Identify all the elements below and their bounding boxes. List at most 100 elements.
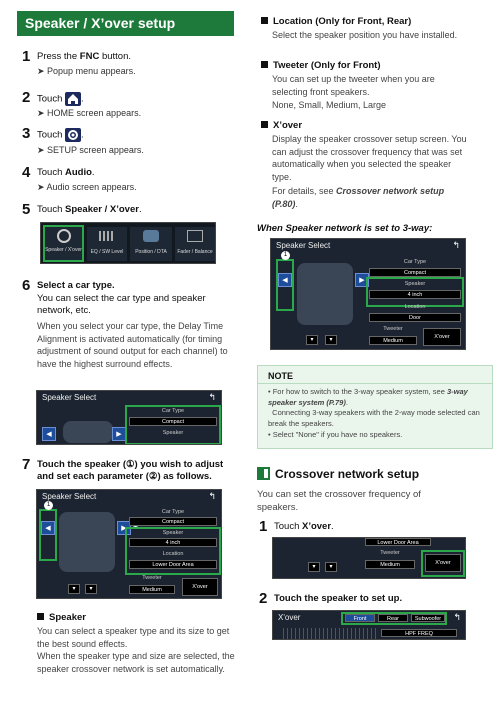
- equalizer-icon: [99, 231, 115, 241]
- tab-front[interactable]: Front: [345, 614, 375, 622]
- tweeter-button[interactable]: Medium: [365, 560, 415, 569]
- tab-subwoofer[interactable]: Subwoofer: [411, 614, 445, 622]
- three-way-link[interactable]: 3-way speaker system (P.79): [268, 387, 468, 407]
- crossover-step-1-text: Touch X’over.: [274, 521, 334, 532]
- step-number: 4: [22, 164, 31, 181]
- rear-right-speaker-button[interactable]: ▾: [85, 584, 97, 594]
- rear-right-speaker-button[interactable]: ▾: [325, 562, 337, 572]
- three-way-heading: When Speaker network is set to 3-way:: [257, 223, 433, 234]
- front-left-speaker-button[interactable]: ◀: [41, 521, 55, 535]
- speaker-size-button[interactable]: 4 inch: [369, 290, 461, 299]
- xover-heading: X’over: [261, 120, 302, 131]
- step-number: 5: [22, 201, 31, 218]
- gear-icon: [65, 128, 81, 142]
- back-icon[interactable]: ↰: [452, 240, 460, 250]
- fnc-key: FNC: [79, 51, 100, 62]
- step-number: 2: [259, 590, 268, 607]
- step-4-text: Touch Audio.: [37, 167, 95, 178]
- speaker-xover-tile[interactable]: Speaker / X'over: [43, 225, 84, 262]
- speaker-select-screen-c: Speaker Select ↰ 1 ◀ ▶ ▾ ▾ 2 Car Type Co…: [270, 238, 466, 350]
- tab-rear[interactable]: Rear: [378, 614, 408, 622]
- frequency-graph: [283, 628, 377, 639]
- home-icon: [65, 92, 81, 106]
- step-6-para: When you select your car type, the Delay…: [37, 321, 228, 369]
- back-icon[interactable]: ↰: [208, 392, 216, 402]
- speaker-left-button[interactable]: ◀: [42, 427, 56, 441]
- step-3-text: Touch .: [37, 128, 84, 142]
- step-number: 2: [22, 89, 31, 106]
- screen-title: Speaker Select: [42, 393, 97, 402]
- rear-left-speaker-button[interactable]: ▾: [306, 335, 318, 345]
- position-icon: [143, 230, 159, 242]
- note-box: NOTE • For how to switch to the 3-way sp…: [257, 365, 493, 449]
- location-button[interactable]: Door: [369, 313, 461, 322]
- car-type-button[interactable]: Compact: [129, 517, 217, 526]
- speaker-icon: [57, 229, 71, 243]
- hpf-freq-label: HPF FREQ: [381, 629, 457, 637]
- step-3-result: ➤ SETUP screen appears.: [37, 145, 144, 155]
- divider: [258, 383, 492, 384]
- location-button[interactable]: Lower Door Area: [129, 560, 217, 569]
- xover-button[interactable]: X'over: [423, 328, 461, 346]
- speaker-right-button[interactable]: ▶: [112, 427, 126, 441]
- xover-para: Display the speaker crossover setup scre…: [272, 134, 467, 182]
- front-right-speaker-button[interactable]: ▶: [355, 273, 369, 287]
- tweeter-heading: Tweeter (Only for Front): [261, 60, 381, 71]
- xover-screen-partial: Lower Door Area Tweeter Medium X'over ▾ …: [272, 537, 466, 579]
- section-marker: [257, 467, 270, 480]
- step-number: 1: [22, 48, 31, 65]
- location-heading: Location (Only for Front, Rear): [261, 16, 411, 27]
- screen-title: X'over: [278, 613, 301, 622]
- tweeter-para: You can set up the tweeter when you are …: [272, 74, 435, 97]
- step-5-text: Touch Speaker / X’over.: [37, 204, 142, 215]
- step-4-result: ➤ Audio screen appears.: [37, 182, 137, 192]
- note-bullet-2: • Select "None" if you have no speakers.: [268, 430, 403, 439]
- speaker-para: You can select a speaker type and its si…: [37, 626, 235, 674]
- car-type-button[interactable]: Compact: [129, 417, 217, 426]
- crossover-heading: Crossover network setup: [275, 467, 420, 481]
- location-para: Select the speaker position you have ins…: [272, 30, 458, 40]
- speaker-size-button[interactable]: 4 inch: [129, 538, 217, 547]
- location-button[interactable]: Lower Door Area: [365, 538, 431, 546]
- speaker-select-screen-a: Speaker Select ↰ ◀ ▶ Car Type Compact Sp…: [36, 390, 222, 445]
- car-type-button[interactable]: Compact: [369, 268, 461, 277]
- xover-button[interactable]: X'over: [425, 554, 461, 572]
- car-image: [59, 512, 115, 572]
- step-number: 6: [22, 277, 31, 294]
- rear-right-speaker-button[interactable]: ▾: [325, 335, 337, 345]
- crossover-link[interactable]: Crossover network setup (P.80): [272, 186, 445, 209]
- step-6-subtitle: You can select the car type and speaker …: [37, 293, 206, 316]
- eq-tile[interactable]: EQ / SW Level: [87, 227, 127, 261]
- screen-title: Speaker Select: [276, 241, 331, 250]
- fader-tile[interactable]: Fader / Balance: [175, 227, 215, 261]
- rear-left-speaker-button[interactable]: ▾: [68, 584, 80, 594]
- step-1-result: ➤ Popup menu appears.: [37, 66, 136, 76]
- crossover-step-2-text: Touch the speaker to set up.: [274, 593, 403, 604]
- step-1-text: Press the FNC button.: [37, 51, 132, 62]
- screen-title: Speaker Select: [42, 492, 97, 501]
- note-bullet-1: • For how to switch to the 3-way speaker…: [268, 387, 480, 428]
- tweeter-options: None, Small, Medium, Large: [272, 100, 387, 110]
- step-number: 1: [259, 518, 268, 535]
- xover-button[interactable]: X'over: [182, 578, 218, 596]
- speaker-heading: Speaker: [37, 612, 86, 623]
- step-2-result: ➤ HOME screen appears.: [37, 108, 142, 118]
- front-left-speaker-button[interactable]: ◀: [278, 273, 292, 287]
- tweeter-button[interactable]: Medium: [129, 585, 175, 594]
- car-image: [63, 421, 113, 443]
- crossover-intro: You can set the crossover frequency of s…: [257, 489, 421, 513]
- tweeter-button[interactable]: Medium: [369, 336, 417, 345]
- note-heading: NOTE: [268, 371, 294, 381]
- rear-left-speaker-button[interactable]: ▾: [308, 562, 320, 572]
- back-icon[interactable]: ↰: [208, 491, 216, 501]
- back-icon[interactable]: ↰: [453, 612, 461, 622]
- audio-menu-screen: Speaker / X'over EQ / SW Level Position …: [40, 222, 216, 264]
- step-2-text: Touch .: [37, 92, 84, 106]
- position-tile[interactable]: Position / DTA: [130, 227, 172, 261]
- fader-icon: [187, 230, 203, 242]
- step-6-title: Select a car type.: [37, 280, 115, 291]
- page-title: Speaker / X’over setup: [17, 11, 234, 36]
- xover-screen: X'over Front Rear Subwoofer ↰ HPF FREQ: [272, 610, 466, 640]
- marker-1: 1: [281, 251, 290, 260]
- step-7-title: Touch the speaker (①) you wish to adjust…: [37, 459, 224, 482]
